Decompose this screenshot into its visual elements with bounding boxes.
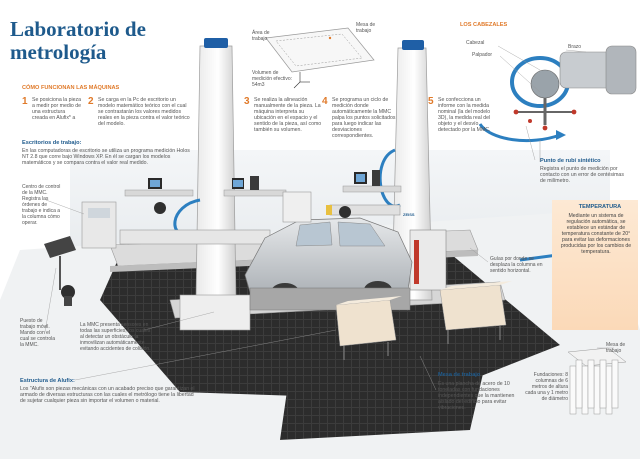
alufix-text: Los "Alufix son piezas mecánicas con un … [20,386,195,404]
title-line-1: Laboratorio de [10,17,146,41]
temperatura-heading: TEMPERATURA [578,204,622,210]
machine-brand-label: ZEISS [403,212,415,217]
alufix-heading: Estructura de Alufix: [20,378,75,384]
punto-heading: Punto de rubí sintético [540,158,601,164]
guias-label: Guías por donde se desplaza la columna e… [490,256,543,274]
step-3-text: Se realiza la alineación manualmente de … [254,97,322,133]
fundaciones-mesa-label: Mesa de trabajo [606,342,626,354]
cabezal-label: Cabezal [466,40,485,46]
mmc-sensors-label: La MMC presenta sensores en todas las su… [80,322,151,352]
step-1-text: Se posiciona la pieza a medir por medio … [32,97,82,121]
title-line-2: metrología [10,40,107,64]
step-2-text: Se carga en la Pc de escritorio un model… [98,97,190,127]
page-title: Laboratorio de metrología [10,18,210,64]
mesa-heading: Mesa de trabajo [438,372,481,378]
centro-control-label: Centro de control de la MMC. Registra la… [22,184,61,226]
temperatura-text: Mediante un sistema de regulación automá… [560,213,632,255]
mesa-text: Es una plancha de acero de 10 toneladas … [438,381,515,411]
escritorios-heading: Escritorios de trabajo: [22,140,82,146]
como-heading: CÓMO FUNCIONAN LAS MÁQUINAS [22,85,120,91]
area-trabajo-label: Área de trabajo [252,30,270,42]
puesto-trabajo-label: Puesto de trabajo móvil. Mando con el cu… [20,318,56,348]
palpador-label: Palpador [472,52,493,58]
volumen-label: Volumen de medición efectivo: 54m3 [252,70,293,88]
step-4-text: Se programa un ciclo de medición donde a… [332,97,396,139]
brazo-label: Brazo [568,44,582,50]
step-3-number: 3 [244,96,250,107]
step-5-number: 5 [428,96,434,107]
cabezales-heading: LOS CABEZALES [460,22,508,28]
escritorios-text: En las computadoras de escritorio se uti… [22,148,190,166]
step-4-number: 4 [322,96,328,107]
punto-text: Registra el punto de medición por contac… [540,166,624,184]
fundaciones-text: Fundaciones: 8 columnas de 6 metros de a… [525,372,568,402]
step-2-number: 2 [88,96,94,107]
step-5-text: Se confecciona un informe con la medida … [438,97,491,133]
step-1-number: 1 [22,96,28,107]
area-mesa-label: Mesa de trabajo [356,22,376,34]
